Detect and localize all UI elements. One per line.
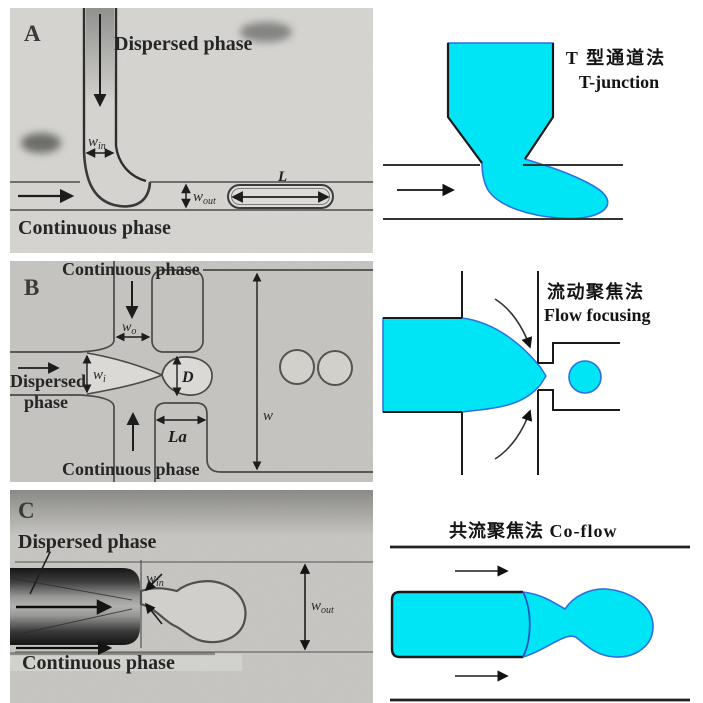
droplet: [568, 360, 602, 394]
w-in-pointer-bottom: [145, 602, 163, 625]
outlet-step-walls: [538, 342, 620, 411]
side-channel-wall-right: [524, 43, 555, 160]
w-out-label: wout: [311, 598, 334, 616]
bottom-highlight-band: [10, 654, 242, 671]
continuous-phase-bottom-label: Continuous phase: [62, 459, 200, 479]
panel-c-schematic: 共流聚焦法 Co-flow: [383, 490, 703, 703]
panel-label: C: [18, 498, 35, 523]
method-title-en: Flow focusing: [544, 305, 651, 325]
la-label: La: [167, 427, 187, 446]
method-title-en: T-junction: [579, 72, 659, 92]
dispersed-droplet-shape: [447, 42, 609, 220]
dispersed-leader-line: [29, 551, 51, 595]
panel-b-micrograph: wo wi D La w B Continuous phase Disperse…: [10, 259, 373, 482]
co-flow-schematic: 共流聚焦法 Co-flow: [390, 520, 690, 702]
continuous-flow-curved-arrow-bottom: [494, 409, 533, 460]
inner-tube-outline: [390, 590, 523, 659]
panel-label: B: [24, 275, 39, 300]
droplet: [317, 350, 353, 386]
inlet-channel-walls: [383, 317, 462, 413]
w-out-label: wout: [193, 189, 216, 207]
continuous-phase-label: Continuous phase: [18, 217, 171, 239]
panel-c-micrograph: win wout C Dispersed phase Continuous ph…: [9, 490, 373, 703]
continuous-phase-label: Continuous phase: [22, 652, 175, 674]
panel-b-schematic: 流动聚焦法 Flow focusing: [382, 261, 703, 482]
side-channel-wall-left: [446, 43, 483, 164]
w-i-label: wi: [93, 367, 106, 385]
dispersed-jet-shape: [382, 317, 547, 413]
method-title: 共流聚焦法 Co-flow: [449, 520, 618, 541]
dispersed-phase-label-line2: phase: [24, 392, 68, 412]
panel-a-schematic: T 型通道法 T-junction: [383, 8, 703, 253]
smudge: [240, 22, 292, 42]
co-flow-droplet-shape: [391, 588, 654, 658]
droplet-interface: [82, 150, 152, 208]
smudge: [21, 133, 61, 153]
w-in-label: win: [146, 571, 164, 589]
panel-label: A: [24, 21, 41, 46]
wall-bottom-left: [10, 394, 115, 482]
forming-droplet: [139, 580, 247, 644]
flow-focusing-micrograph: wo wi D La w B Continuous phase Disperse…: [10, 259, 373, 482]
dispersed-phase-label-line1: Dispersed: [10, 371, 86, 391]
method-title-zh: T 型通道法: [566, 47, 666, 68]
method-title-zh: 流动聚焦法: [547, 281, 645, 302]
top-shading: [10, 490, 373, 536]
dispersed-phase-label: Dispersed phase: [114, 33, 252, 55]
w-in-label: win: [88, 134, 106, 152]
tube-exit-meniscus: [522, 591, 531, 658]
continuous-flow-curved-arrow-top: [494, 298, 533, 349]
plug-length-label: L: [277, 169, 287, 185]
inlet-wall-right: [114, 8, 147, 183]
dispersed-phase-label: Dispersed phase: [18, 531, 156, 553]
w-in-pointer-top: [144, 573, 163, 592]
droplet: [279, 349, 315, 385]
wall-top-left: [10, 261, 115, 353]
film-grain: [10, 8, 373, 253]
diameter-label: D: [181, 369, 194, 386]
continuous-phase-top-label: Continuous phase: [62, 259, 200, 279]
dispersed-thread: [87, 353, 162, 394]
panel-a-micrograph: win wout L A Dispersed phase Continuous …: [10, 8, 373, 253]
thread-interface: [86, 352, 163, 395]
pillar-bottom-right: [154, 402, 373, 482]
flow-focusing-schematic: 流动聚焦法 Flow focusing: [382, 271, 651, 475]
w-o-label: wo: [122, 320, 136, 337]
t-junction-micrograph: win wout L A Dispersed phase Continuous …: [10, 8, 373, 253]
co-flow-micrograph: win wout C Dispersed phase Continuous ph…: [9, 490, 373, 703]
w-label: w: [263, 408, 273, 424]
t-junction-schematic: T 型通道法 T-junction: [383, 42, 666, 220]
pillar-top-right: [151, 269, 204, 353]
